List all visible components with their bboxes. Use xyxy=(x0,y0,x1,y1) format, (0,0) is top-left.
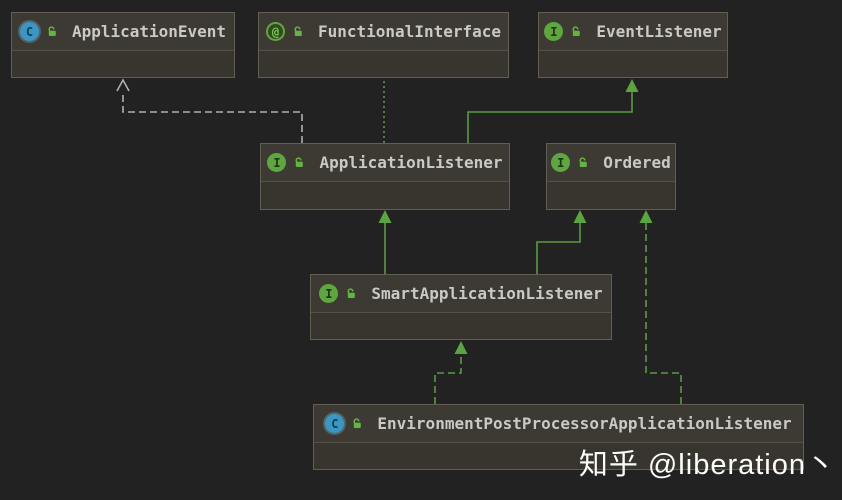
edge-smartapplicationlistener-to-applicationlistener xyxy=(378,210,392,274)
class-node-Ordered[interactable]: I Ordered xyxy=(546,143,676,210)
class-name-label: ApplicationEvent xyxy=(71,22,227,41)
class-node-SmartApplicationListener[interactable]: I SmartApplicationListener xyxy=(310,274,612,340)
node-header: @ FunctionalInterface xyxy=(259,13,508,51)
interface-icon: I xyxy=(267,153,287,172)
class-node-FunctionalInterface[interactable]: @ FunctionalInterface xyxy=(258,12,509,78)
class-name-label: SmartApplicationListener xyxy=(371,284,603,303)
interface-icon: I xyxy=(551,153,571,172)
node-body xyxy=(261,182,509,209)
edge-envpostprocessor-to-smartapplicationlistener xyxy=(434,341,468,404)
edge-applicationlistener-to-applicationevent xyxy=(116,78,303,143)
class-node-ApplicationListener[interactable]: I ApplicationListener xyxy=(260,143,510,210)
class-name-label: ApplicationListener xyxy=(319,153,503,172)
node-header: I EventListener xyxy=(539,13,727,51)
node-body xyxy=(311,313,611,339)
class-node-ApplicationEvent[interactable]: C ApplicationEvent xyxy=(11,12,235,78)
interface-icon: I xyxy=(544,22,564,41)
lock-icon xyxy=(351,417,364,430)
node-body xyxy=(259,51,508,77)
annotation-icon: @ xyxy=(265,22,285,41)
node-header: I Ordered xyxy=(547,144,675,182)
node-header: I SmartApplicationListener xyxy=(311,275,611,313)
class-name-label: EventListener xyxy=(596,22,722,41)
lock-icon xyxy=(46,25,59,38)
class-icon: C xyxy=(19,22,39,41)
node-body xyxy=(547,182,675,209)
edge-applicationlistener-to-eventlistener xyxy=(467,79,639,143)
class-name-label: EnvironmentPostProcessorApplicationListe… xyxy=(377,414,792,433)
node-header: C ApplicationEvent xyxy=(12,13,234,51)
class-icon: C xyxy=(325,414,345,433)
lock-icon xyxy=(577,156,590,169)
class-name-label: Ordered xyxy=(603,153,671,172)
class-name-label: FunctionalInterface xyxy=(317,22,502,41)
lock-icon xyxy=(570,25,583,38)
node-body xyxy=(12,51,234,77)
node-body xyxy=(539,51,727,77)
interface-icon: I xyxy=(319,284,339,303)
lock-icon xyxy=(293,156,306,169)
lock-icon xyxy=(345,287,358,300)
class-node-EnvironmentPostProcessorApplicationListener[interactable]: C EnvironmentPostProcessorApplicationList… xyxy=(313,404,804,470)
edge-envpostprocessor-to-ordered xyxy=(639,210,682,404)
node-header: C EnvironmentPostProcessorApplicationList… xyxy=(314,405,803,443)
edge-smartapplicationlistener-to-ordered xyxy=(536,210,587,274)
lock-icon xyxy=(292,25,305,38)
watermark: 知乎 @liberation丶 xyxy=(578,449,836,481)
node-header: I ApplicationListener xyxy=(261,144,509,182)
class-node-EventListener[interactable]: I EventListener xyxy=(538,12,728,78)
